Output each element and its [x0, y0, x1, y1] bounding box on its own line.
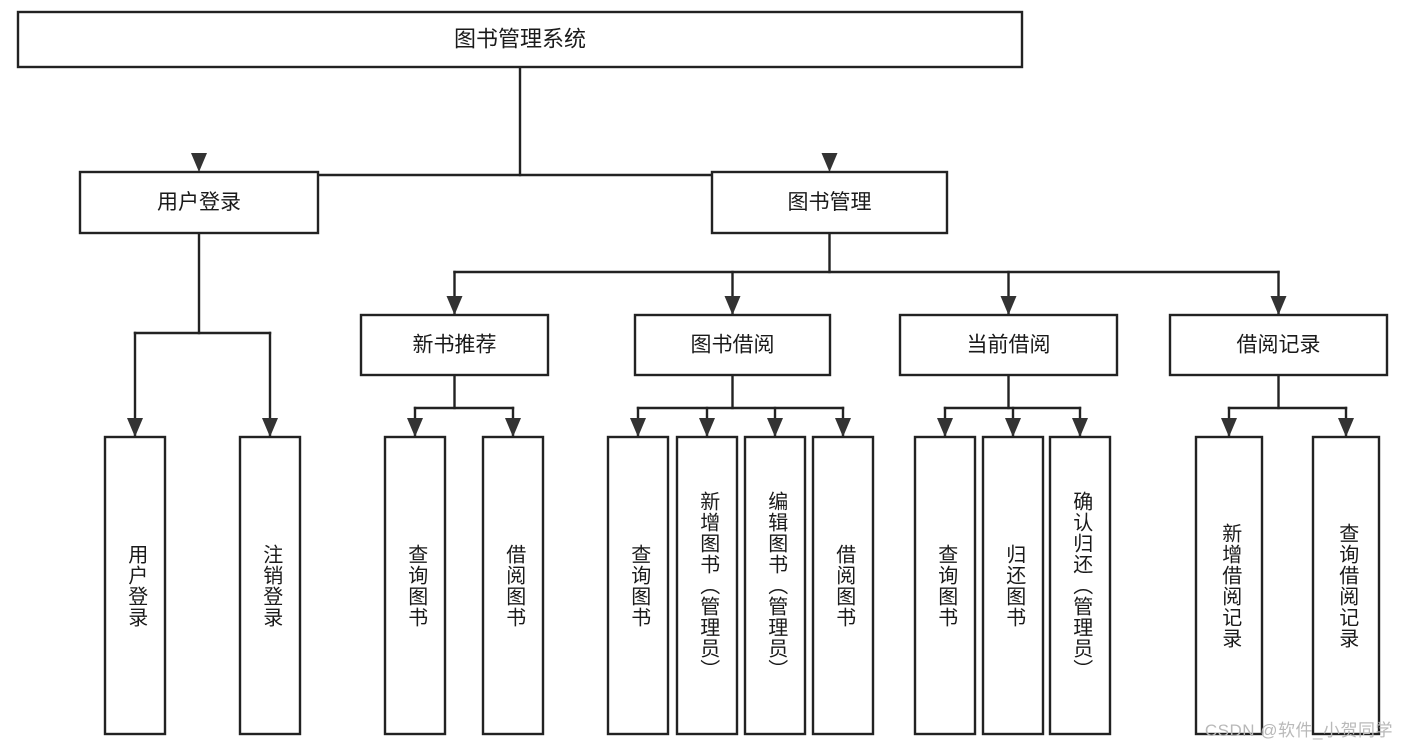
node-box-leaf_query_book_3[interactable] — [913, 435, 977, 736]
node-box-leaf_return_book[interactable] — [981, 435, 1045, 736]
node-box-leaf_logout[interactable] — [238, 435, 302, 736]
edge-arrowhead — [262, 418, 278, 437]
node-label-user_login: 用户登录 — [157, 191, 241, 214]
node-box-user_login[interactable] — [78, 170, 320, 235]
node-box-leaf_query_book_1[interactable] — [383, 435, 447, 736]
node-label-current_borrow: 当前借阅 — [967, 334, 1051, 357]
edge-arrowhead — [699, 418, 715, 437]
edge-arrowhead — [724, 296, 741, 315]
node-label-book_manage: 图书管理 — [788, 191, 872, 214]
edge-arrowhead — [1000, 296, 1017, 315]
node-box-book_manage[interactable] — [710, 170, 949, 235]
edge-arrowhead — [446, 296, 463, 315]
connectors-layer — [127, 65, 1354, 439]
node-box-new_book_rec[interactable] — [359, 313, 550, 377]
edge-arrowhead — [191, 153, 207, 172]
watermark: CSDN @软件_小贺同学 — [1204, 721, 1393, 740]
node-box-root[interactable] — [16, 10, 1024, 69]
node-label-book_borrow: 图书借阅 — [691, 334, 775, 357]
edge-arrowhead — [127, 418, 143, 437]
edge-arrowhead — [1005, 418, 1021, 437]
node-box-leaf_query_record[interactable] — [1311, 435, 1381, 736]
node-box-leaf_borrow_book_2[interactable] — [811, 435, 875, 736]
node-box-borrow_record[interactable] — [1168, 313, 1389, 377]
node-label-root: 图书管理系统 — [454, 26, 586, 51]
edge-arrowhead — [767, 418, 783, 437]
node-label-borrow_record: 借阅记录 — [1237, 334, 1321, 357]
node-label-new_book_rec: 新书推荐 — [413, 334, 497, 357]
node-box-leaf_user_login[interactable] — [103, 435, 167, 736]
node-box-leaf_add_book[interactable] — [675, 435, 739, 736]
node-box-leaf_query_book_2[interactable] — [606, 435, 670, 736]
edge-arrowhead — [835, 418, 851, 437]
edge-arrowhead — [505, 418, 521, 437]
edge-arrowhead — [821, 153, 838, 172]
edge-arrowhead — [1221, 418, 1237, 437]
node-box-leaf_confirm_return[interactable] — [1048, 435, 1112, 736]
node-box-leaf_add_record[interactable] — [1194, 435, 1264, 736]
edge-arrowhead — [937, 418, 953, 437]
node-box-leaf_edit_book[interactable] — [743, 435, 807, 736]
node-box-book_borrow[interactable] — [633, 313, 832, 377]
node-box-current_borrow[interactable] — [898, 313, 1119, 377]
edge-arrowhead — [1338, 418, 1354, 437]
edge-arrowhead — [407, 418, 423, 437]
edge-arrowhead — [1270, 296, 1287, 315]
edge-arrowhead — [1072, 418, 1088, 437]
node-box-leaf_borrow_book_1[interactable] — [481, 435, 545, 736]
edge-arrowhead — [630, 418, 646, 437]
